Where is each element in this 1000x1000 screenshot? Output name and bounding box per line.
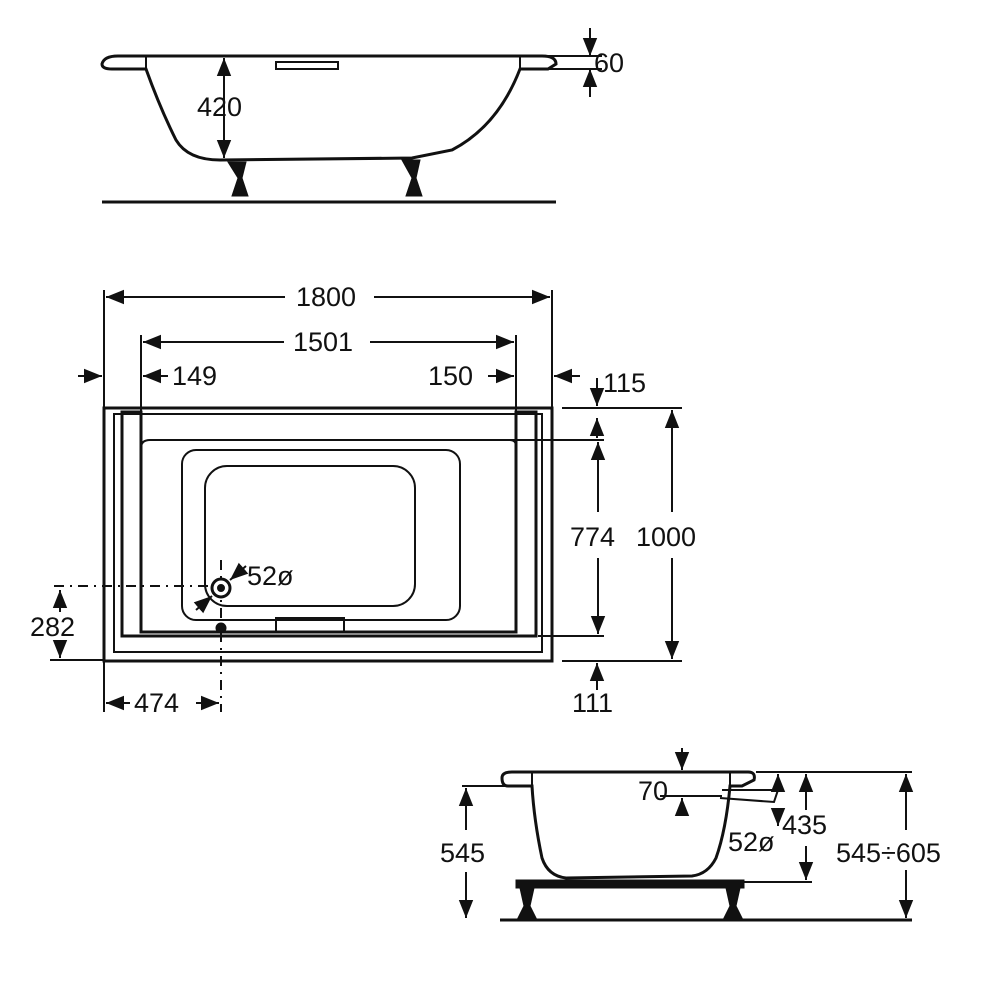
top-view-basin-floor [181,449,461,621]
top-view-inner-length-label: 1501 [293,327,353,357]
end-view: 545 70 52ø 435 545÷605 [440,748,941,922]
end-view-adjustable-height-label: 545÷605 [836,838,941,868]
end-view-overflow-pipe [719,789,780,804]
top-view-drain-label: 52ø [247,561,294,591]
top-view-bottom-margin-label: 111 [572,688,613,718]
top-view: 1800 1501 149 150 52ø 282 [30,282,696,718]
end-view-height-label: 545 [440,838,485,868]
side-view-tub-outline [100,54,558,162]
top-view-right-offset-label: 150 [428,361,473,391]
top-view-overflow-point [215,622,227,634]
side-view-feet [227,159,423,197]
top-view-outer-outline [102,406,554,663]
end-view-overflow-height-label: 435 [782,810,827,840]
top-view-drain-x-label: 474 [134,688,179,718]
end-view-feet [517,887,743,919]
side-view-height-label: 420 [197,92,242,122]
end-view-overflow-offset-label: 70 [638,776,668,806]
top-view-drain-leader-top [229,562,249,581]
end-view-frame [515,879,745,889]
end-view-tub-outline [500,770,756,880]
top-view-inner-width-label: 774 [570,522,615,552]
top-view-basin-inner [204,465,416,607]
top-view-top-margin-label: 115 [603,368,646,398]
top-view-inner-rim [113,413,543,653]
side-view-handle [275,61,339,70]
top-view-overall-length-label: 1800 [296,282,356,312]
top-view-drain-leader-bottom [193,595,213,614]
top-view-basin-wall [120,410,538,638]
end-view-overflow-label: 52ø [728,827,775,857]
top-view-drain-center [217,584,225,592]
top-view-drain-y-label: 282 [30,612,75,642]
top-view-overall-width-label: 1000 [636,522,696,552]
top-view-overflow-handle [275,617,345,633]
top-view-backrest-step [140,439,517,449]
side-view-rim-label: 60 [594,48,624,78]
side-view: 420 60 [100,28,624,204]
top-view-left-offset-label: 149 [172,361,217,391]
